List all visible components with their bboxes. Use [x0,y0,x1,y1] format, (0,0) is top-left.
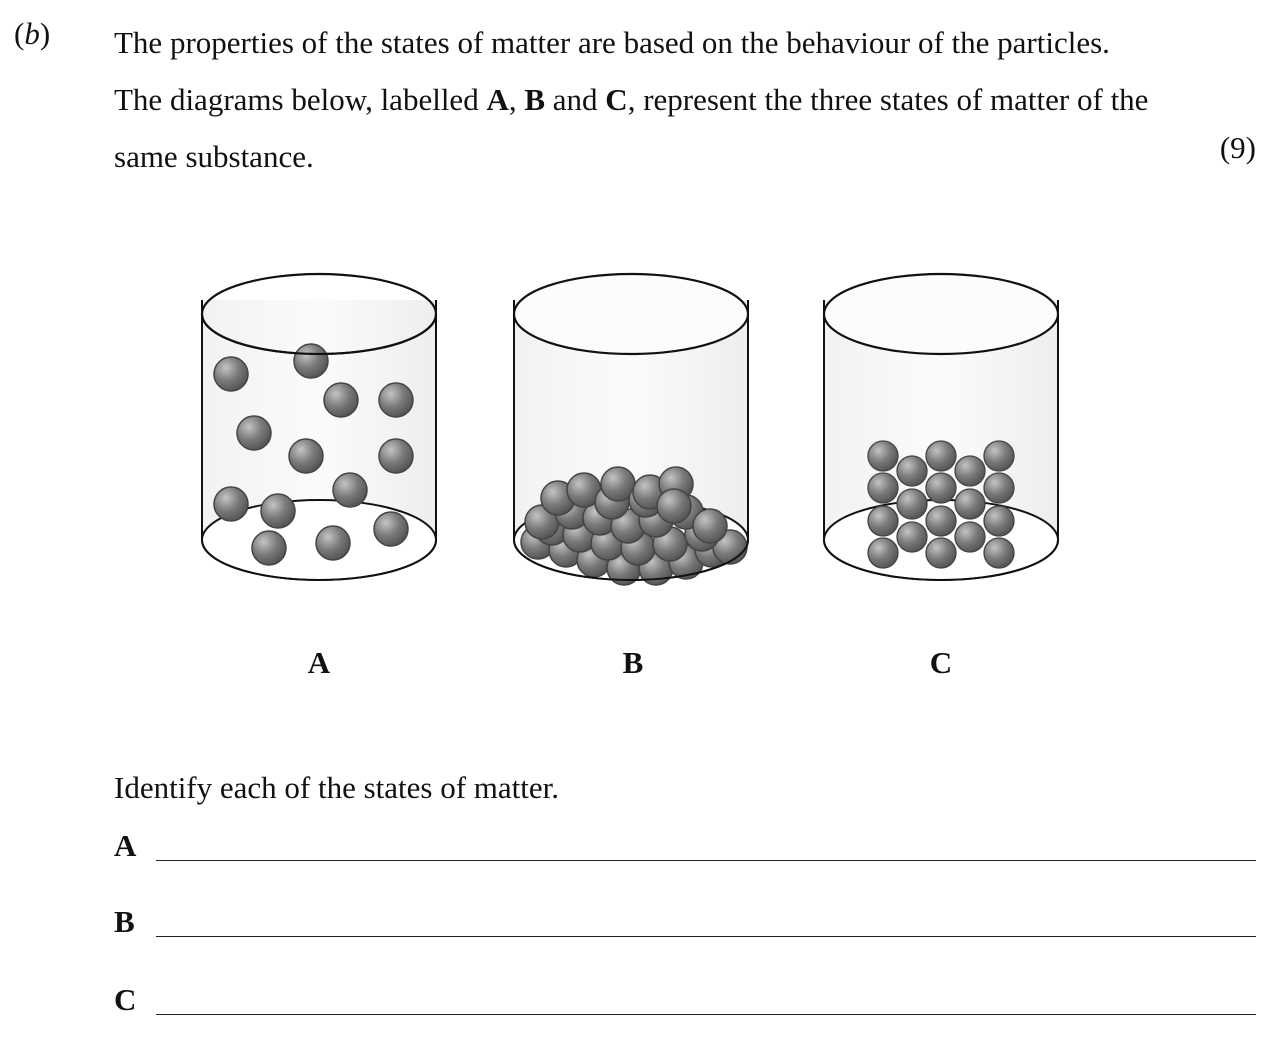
particle [925,505,957,537]
diagram-label-a: A [308,645,331,680]
answer-row-c: C [114,980,1256,1020]
stem-label-a: A [486,82,509,117]
particle [373,511,409,547]
particle [656,488,692,524]
answer-row-a: A [114,826,1256,866]
particle [293,343,329,379]
stem-label-b: B [524,82,546,117]
particle [925,472,957,504]
answer-line-c[interactable] [156,1014,1256,1015]
particle [983,537,1015,569]
stem-line-1: The properties of the states of matter a… [114,25,1110,60]
particle [692,508,728,544]
answer-line-b[interactable] [156,936,1256,937]
container-a-particles [213,356,414,566]
particle [867,440,899,472]
particle [925,440,957,472]
particle [954,488,986,520]
states-of-matter-diagram: A B C [200,272,1060,680]
particle [315,525,351,561]
instruction-text: Identify each of the states of matter. [114,770,560,805]
stem-label-c: C [605,82,628,117]
particle [867,505,899,537]
answer-label-a: A [114,828,137,863]
question-stem: The properties of the states of matter a… [114,14,1274,185]
part-label: (b) [14,16,51,51]
particle [251,530,287,566]
container-a [200,272,438,581]
particle [323,382,359,418]
particle [378,438,414,474]
answer-line-a[interactable] [156,860,1256,861]
marks-allocation: (9) [1219,130,1256,165]
particle [213,356,249,392]
stem-sep-2: and [545,82,606,117]
particle [896,521,928,553]
particle [983,505,1015,537]
particle [983,440,1015,472]
container-c-top-rim [822,272,1060,356]
particle [236,415,272,451]
particle [925,537,957,569]
container-b-top-rim [512,272,750,356]
particle [288,438,324,474]
particle [954,455,986,487]
stem-sep-1: , [508,82,525,117]
answer-label-b: B [114,904,135,939]
answer-row-b: B [114,902,1256,942]
diagram-label-c: C [930,645,952,680]
stem-line-2-end: , represent the three states of matter o… [627,82,1149,117]
particle [378,382,414,418]
stem-line-2: The diagrams below, labelled A, B and C,… [114,71,1274,128]
container-b [512,272,750,586]
particle [896,488,928,520]
particle [867,472,899,504]
particle [954,521,986,553]
stem-line-3: same substance. [114,139,314,174]
particle [983,472,1015,504]
diagram-label-b: B [623,645,644,680]
container-c-particles [867,440,1015,569]
particle [213,486,249,522]
particle [867,537,899,569]
part-letter: b [24,16,40,51]
container-c [822,272,1060,581]
particle [896,455,928,487]
particle [332,472,368,508]
answer-label-c: C [114,982,137,1017]
particle [260,493,296,529]
stem-line-2-start: The diagrams below, labelled [114,82,487,117]
container-b-particles [520,466,748,586]
